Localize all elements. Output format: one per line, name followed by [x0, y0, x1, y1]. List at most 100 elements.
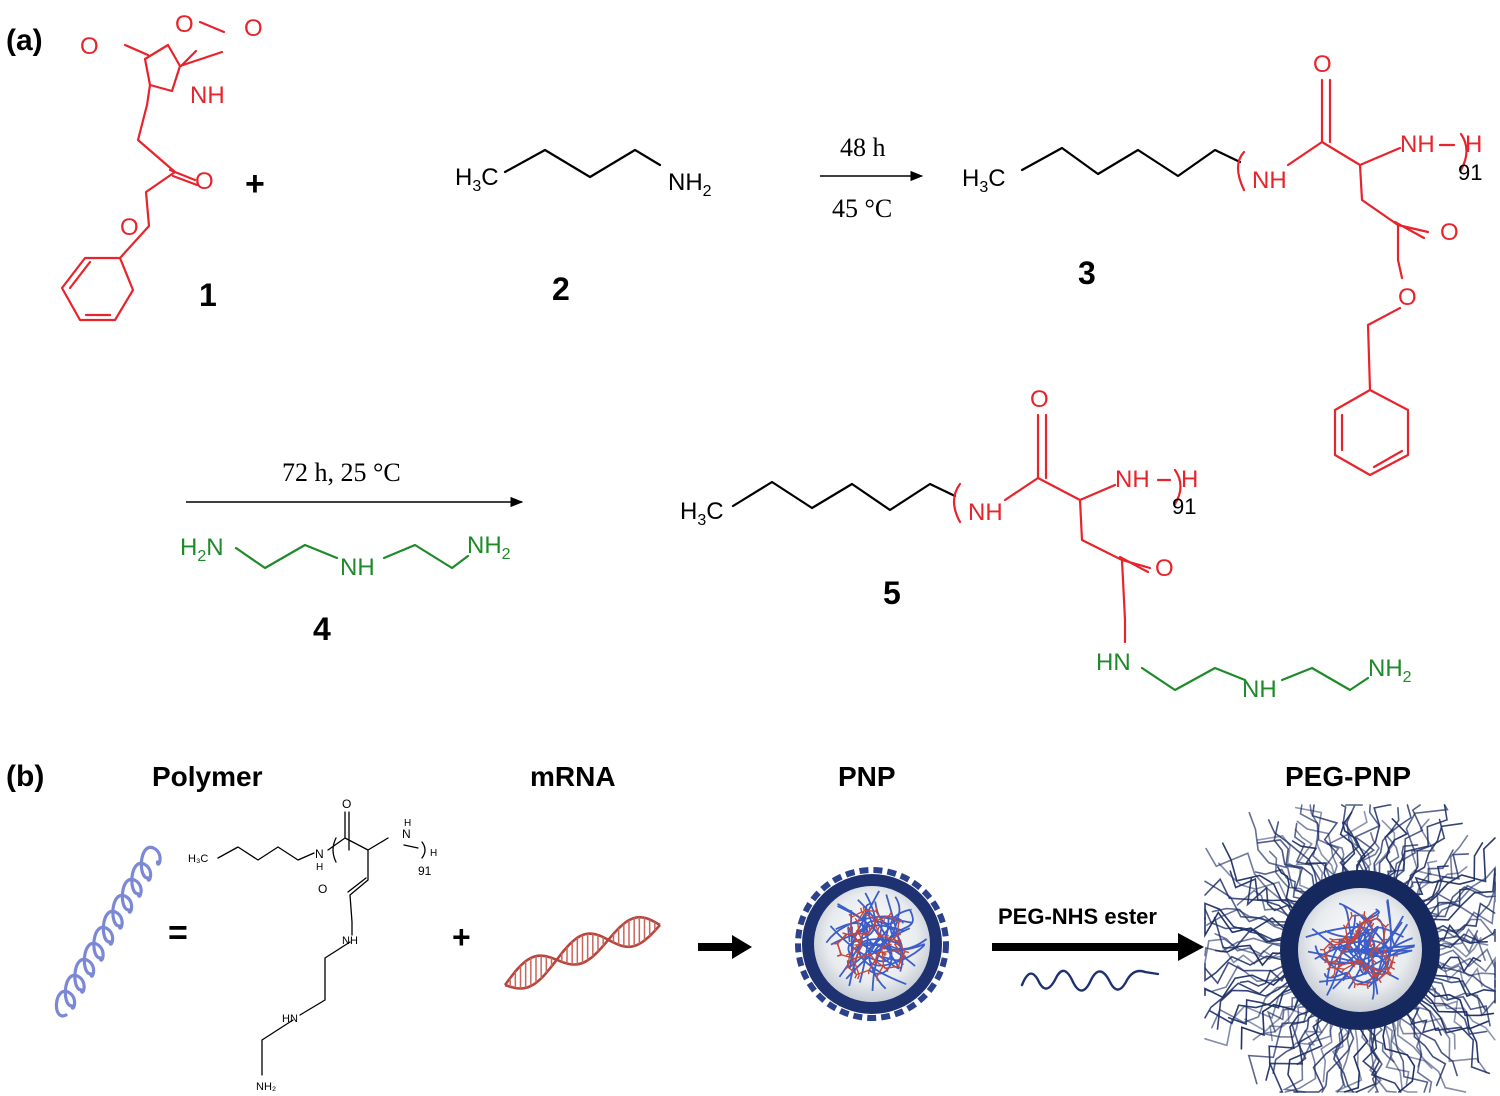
cmpd3-nh-right: NH [1400, 131, 1435, 158]
reaction-1-time: 48 h [840, 133, 886, 162]
peg-chain [1405, 860, 1438, 891]
peg-chain [1309, 804, 1340, 879]
rna-tick [895, 950, 900, 953]
peg-chain [1277, 866, 1302, 903]
header-mrna: mRNA [530, 761, 616, 792]
cmpd4-sub2b: 2 [502, 546, 511, 563]
header-pnp: PNP [838, 761, 896, 792]
peg-chain [1382, 1020, 1416, 1093]
reaction-arrow-1: 48 h 45 °C [820, 133, 924, 223]
peg-chain [1311, 804, 1345, 877]
peg-chain [1321, 1024, 1355, 1093]
rna-tick [1350, 911, 1353, 917]
svg-text:H3C: H3C [455, 164, 499, 195]
peg-chain [1428, 980, 1491, 1027]
rna-strand [847, 909, 896, 976]
peg-chain [1204, 975, 1290, 1019]
cmpd1-number: 1 [199, 277, 217, 313]
cmpd5-repeat: 91 [1172, 494, 1196, 519]
peg-pnp-polymer-strand [1305, 926, 1370, 938]
cmpd5-c: C [706, 498, 723, 525]
small-h3c: H₃C [188, 853, 208, 865]
peg-chain [1214, 944, 1285, 967]
peg-chain [1434, 956, 1496, 988]
polymer-coil-icon [54, 845, 162, 1018]
peg-chain [1407, 1007, 1442, 1036]
peg-chain [1204, 880, 1291, 923]
mrna-helix-icon [503, 915, 661, 990]
cmpd3-o-top: O [1313, 51, 1332, 78]
cmpd2-sub2: 2 [703, 183, 712, 200]
peg-chain [1204, 937, 1285, 957]
cmpd3-nh-left: NH [1252, 167, 1287, 194]
cmpd4-nh: NH [467, 532, 502, 559]
cmpd1-nh: NH [190, 82, 225, 109]
peg-chain [1430, 976, 1487, 1011]
peg-chain [1240, 995, 1301, 1050]
peg-chain [1405, 1009, 1458, 1077]
peg-chain [1333, 1024, 1354, 1093]
peg-chain [1272, 1010, 1316, 1074]
peg-chain [1390, 804, 1424, 882]
rna-strand [849, 910, 906, 976]
small-o-amide: O [318, 882, 327, 896]
rna-tick [1371, 913, 1374, 918]
rna-strand [836, 914, 900, 978]
peg-chain [1326, 832, 1352, 877]
peg-chain [1204, 971, 1289, 999]
cmpd1-o-left: O [80, 33, 99, 60]
peg-chain [1414, 1001, 1456, 1050]
polymer-structure-small: H₃C N H O N H H 91 O NH HN NH₂ [188, 797, 437, 1093]
compound-2: H3C NH2 2 [455, 148, 712, 307]
cmpd5-number: 5 [883, 575, 901, 611]
cmpd4-number: 4 [313, 611, 331, 647]
peg-chain [1204, 938, 1285, 964]
peg-chain [1247, 1005, 1310, 1085]
peg-pnp-nanoparticle-icon [1204, 804, 1496, 1093]
pnp-polymer-strand [835, 922, 869, 983]
rna-tick [1363, 922, 1366, 927]
peg-chain [1335, 1025, 1363, 1093]
peg-chain [1373, 807, 1400, 877]
plus-a: + [245, 165, 265, 203]
plus-b: + [452, 919, 471, 955]
peg-chain [1390, 1018, 1433, 1070]
small-nh: N [315, 847, 324, 861]
peg-chain [1435, 933, 1486, 961]
peg-chain [1293, 822, 1323, 885]
peg-chain [1295, 806, 1336, 879]
cmpd3-number: 3 [1078, 255, 1096, 291]
cmpd2-h: H [455, 164, 472, 191]
peg-chain [1204, 911, 1286, 943]
cmpd1-o-ring: O [175, 11, 194, 38]
cmpd5-o-amide: O [1155, 555, 1174, 582]
peg-chain [1216, 979, 1292, 1030]
peg-chain [1204, 961, 1287, 985]
peg-chain [1430, 974, 1496, 1004]
peg-chain [1291, 840, 1328, 883]
peg-chain [1392, 804, 1449, 883]
rna-tick [876, 976, 879, 981]
peg-chain [1417, 853, 1470, 902]
pnp-nanoparticle-icon [795, 867, 949, 1021]
peg-chain [1256, 835, 1314, 892]
rna-tick [899, 961, 905, 966]
peg-chain [1403, 1011, 1447, 1087]
cmpd4-sub2: 2 [197, 548, 206, 565]
cmpd5-nh-right: NH [1115, 466, 1150, 493]
peg-chain [1434, 928, 1496, 949]
cmpd1-o-right: O [244, 15, 263, 42]
pnp-polymer-strand [868, 925, 926, 967]
peg-chain-icon [1020, 969, 1160, 992]
peg-chain [1435, 937, 1482, 958]
peg-chain [1331, 1022, 1350, 1069]
peg-chain [1383, 1021, 1418, 1093]
peg-chain [1347, 810, 1372, 875]
peg-chain [1209, 982, 1293, 1025]
rna-tick [1331, 973, 1335, 978]
small-nh-right-h: H [404, 818, 411, 829]
compound-3: H3C NH O NH H 91 O O 3 [962, 51, 1482, 477]
cmpd5-nh-left: NH [968, 499, 1003, 526]
rna-strand [1335, 917, 1387, 986]
cmpd5-o-top: O [1030, 386, 1049, 413]
